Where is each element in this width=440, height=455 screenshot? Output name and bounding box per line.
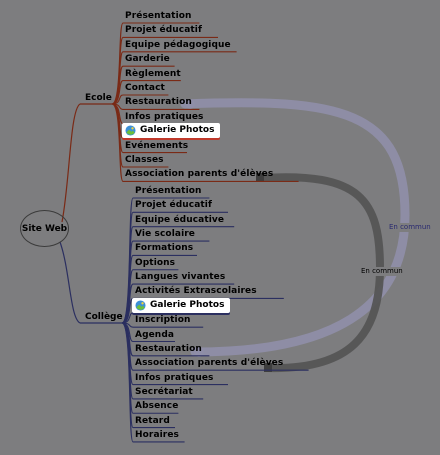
ecole-item-garderie[interactable]: Garderie (125, 54, 170, 65)
ecole-item-contact[interactable]: Contact (125, 83, 165, 93)
ecole-item-galerie-photos[interactable]: Galerie Photos (122, 123, 221, 139)
gallery-label: Galerie Photos (140, 125, 215, 136)
ecole-item-association-parents-d-eleves[interactable]: Association parents d'élèves (125, 169, 274, 180)
college-item-projet-educatif[interactable]: Projet éducatif (135, 200, 213, 211)
college-item-activites-extrascolaires[interactable]: Activités Extrascolaires (135, 286, 257, 297)
college-item-retard[interactable]: Retard (135, 415, 170, 426)
ecole-branch[interactable]: Ecole (85, 93, 112, 103)
college-item-secretariat[interactable]: Secrétariat (135, 386, 193, 397)
college-connector (121, 322, 134, 400)
college-item-agenda[interactable]: Agenda (135, 329, 175, 340)
college-item-presentation[interactable]: Présentation (135, 186, 202, 196)
college-item-infos-pratiques[interactable]: Infos pratiques (135, 372, 214, 383)
en-commun-label-association: En commun (360, 267, 404, 276)
ecole-item-reglement[interactable]: Règlement (125, 68, 181, 79)
college-root-connector (59, 241, 81, 324)
college-item-inscription[interactable]: Inscription (135, 315, 191, 326)
ecole-item-restauration[interactable]: Restauration (125, 97, 192, 108)
college-connector (121, 322, 134, 429)
photo-gallery-icon (135, 300, 146, 311)
ecole-connector (111, 103, 124, 182)
college-item-formations[interactable]: Formations (135, 243, 194, 254)
ecole-item-classes[interactable]: Classes (125, 155, 164, 165)
ecole-item-evenements[interactable]: Evénements (125, 140, 189, 151)
college-item-options[interactable]: Options (135, 257, 176, 268)
ecole-root-connector (61, 103, 81, 223)
root-node[interactable]: Site Web (20, 210, 69, 247)
ecole-branch-lines (61, 22, 299, 223)
college-branch[interactable]: Collège (85, 312, 123, 322)
en-commun-label-restauration: En commun (388, 223, 432, 232)
college-item-association-parents-d-eleves[interactable]: Association parents d'élèves (135, 358, 284, 369)
ecole-item-equipe-pedagogique[interactable]: Equipe pédagogique (125, 39, 231, 50)
college-item-vie-scolaire[interactable]: Vie scolaire (135, 229, 195, 240)
gallery-label: Galerie Photos (150, 299, 225, 310)
link-restauration-en-commun (180, 98, 410, 357)
ecole-item-projet-educatif[interactable]: Projet éducatif (125, 25, 203, 36)
ecole-item-infos-pratiques[interactable]: Infos pratiques (125, 111, 204, 122)
college-connector (121, 283, 134, 324)
ecole-item-presentation[interactable]: Présentation (125, 11, 192, 21)
photo-gallery-icon (125, 125, 136, 136)
college-item-horaires[interactable]: Horaires (135, 429, 180, 440)
college-item-galerie-photos[interactable]: Galerie Photos (132, 297, 231, 313)
college-connector (121, 322, 134, 443)
college-item-equipe-educative[interactable]: Equipe éducative (135, 214, 225, 225)
college-item-absence[interactable]: Absence (135, 401, 179, 412)
college-item-langues-vivantes[interactable]: Langues vivantes (135, 272, 226, 283)
college-item-restauration[interactable]: Restauration (135, 343, 202, 354)
ecole-connector (111, 65, 124, 105)
